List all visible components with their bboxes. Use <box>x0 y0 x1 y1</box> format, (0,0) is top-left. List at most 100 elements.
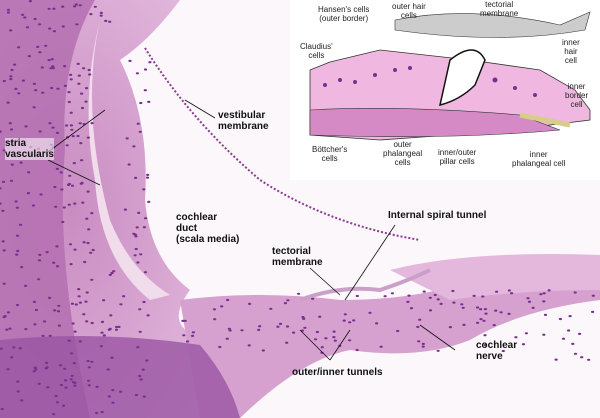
nucleus <box>23 16 27 19</box>
nucleus <box>1 209 5 212</box>
nucleus <box>63 65 67 68</box>
nucleus <box>65 144 69 147</box>
nucleus <box>48 27 52 30</box>
nucleus <box>86 241 90 245</box>
nucleus <box>26 192 30 195</box>
nucleus <box>134 176 138 179</box>
nucleus <box>73 330 77 333</box>
nucleus <box>460 303 464 306</box>
nucleus <box>240 329 244 332</box>
leader-lines <box>47 99 456 361</box>
nucleus <box>248 302 252 305</box>
label-outer-inner-tunnels: outer/inner tunnels <box>292 367 383 378</box>
nucleus <box>183 319 187 322</box>
nucleus <box>507 289 511 292</box>
nucleus <box>343 313 347 316</box>
nucleus <box>136 122 140 125</box>
nucleus <box>10 356 14 359</box>
nucleus <box>145 359 149 362</box>
nucleus <box>80 106 85 110</box>
nucleus <box>9 75 13 78</box>
nucleus <box>41 91 45 94</box>
nucleus <box>16 249 20 253</box>
nucleus <box>16 390 20 393</box>
nucleus <box>100 320 105 323</box>
nucleus <box>132 145 136 148</box>
nucleus <box>111 401 115 404</box>
nucleus <box>181 319 185 322</box>
nucleus <box>18 223 23 226</box>
nucleus <box>138 308 142 311</box>
limbus-tissue <box>390 254 600 300</box>
nucleus <box>55 167 60 170</box>
label-internal-spiral-tunnel: Internal spiral tunnel <box>388 210 487 221</box>
nucleus <box>59 171 63 174</box>
nucleus <box>212 308 216 311</box>
nucleus <box>75 23 79 26</box>
nucleus <box>390 292 394 295</box>
nucleus <box>146 173 150 176</box>
nucleus <box>436 298 440 301</box>
nucleus <box>63 84 67 87</box>
nucleus <box>514 336 518 339</box>
nucleus <box>451 289 455 293</box>
nucleus <box>74 3 78 6</box>
nucleus <box>44 44 48 47</box>
nucleus <box>0 407 4 411</box>
nucleus <box>472 294 476 297</box>
nucleus <box>134 247 138 251</box>
nucleus <box>142 188 146 191</box>
nucleus <box>90 122 94 125</box>
nucleus <box>542 333 546 336</box>
nucleus <box>67 182 71 186</box>
nucleus <box>573 291 577 294</box>
nucleus <box>78 301 82 304</box>
nucleus <box>561 337 566 340</box>
nucleus <box>526 297 530 300</box>
stria-vascularis-region <box>0 0 95 418</box>
nucleus <box>69 124 73 127</box>
nucleus <box>510 292 514 295</box>
nucleus <box>78 4 82 7</box>
nucleus <box>93 5 97 8</box>
nucleus <box>83 260 87 264</box>
nucleus <box>87 228 91 231</box>
nucleus <box>72 162 76 165</box>
nucleus <box>68 243 73 246</box>
nucleus <box>37 278 41 281</box>
nucleus <box>44 367 48 370</box>
nucleus <box>69 78 73 81</box>
nucleus <box>587 358 591 361</box>
nucleus <box>139 253 143 256</box>
nucleus <box>33 323 37 326</box>
nucleus <box>379 345 383 348</box>
nucleus <box>311 297 315 300</box>
nucleus <box>318 315 322 318</box>
inset-label-inner-phalangeal-cell: inner phalangeal cell <box>512 150 566 168</box>
nucleus <box>409 307 414 310</box>
nucleus <box>62 206 66 209</box>
nucleus <box>483 334 487 337</box>
nucleus <box>84 100 88 103</box>
nucleus <box>483 308 487 311</box>
nucleus <box>524 332 529 335</box>
nucleus <box>501 349 505 353</box>
nucleus <box>258 325 262 328</box>
nucleus <box>148 61 152 64</box>
nucleus <box>191 331 195 334</box>
nucleus <box>85 320 89 323</box>
nucleus <box>406 300 410 303</box>
nucleus <box>73 248 77 251</box>
nucleus <box>355 348 359 352</box>
nucleus <box>333 339 337 342</box>
nucleus <box>67 100 71 104</box>
nucleus <box>108 20 112 23</box>
nucleus <box>6 311 10 314</box>
nucleus <box>269 307 273 310</box>
label-cochlear-nerve: cochlear nerve <box>476 340 518 362</box>
nucleus <box>483 344 487 347</box>
inset-label-inner-border-cell: inner border cell <box>565 82 589 109</box>
nucleus <box>134 235 138 238</box>
nucleus <box>72 362 76 365</box>
